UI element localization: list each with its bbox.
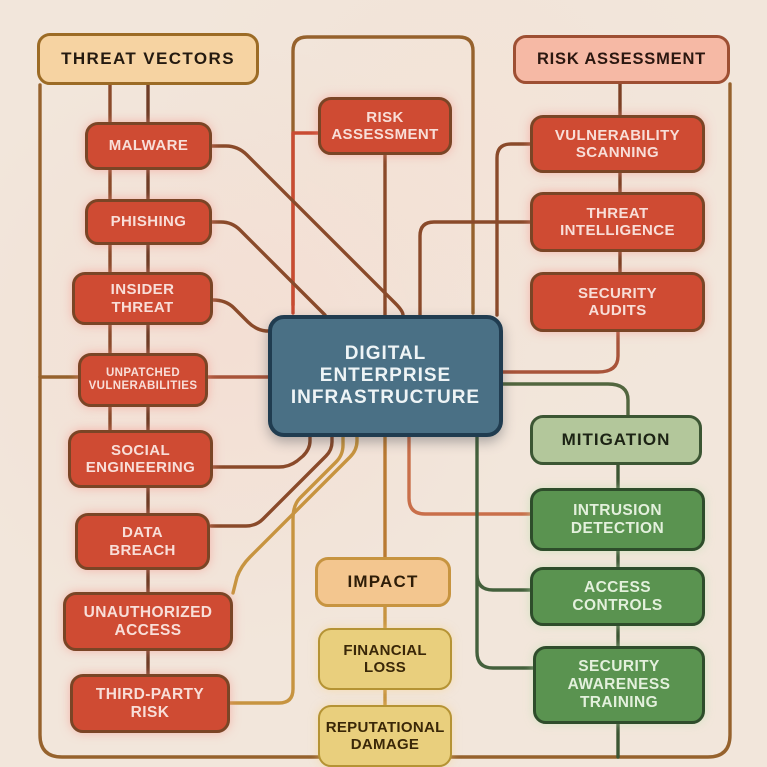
node-threat-intelligence: THREAT INTELLIGENCE [530,192,705,252]
node-center-digital-enterprise-infrastructure: DIGITAL ENTERPRISE INFRASTRUCTURE [268,315,503,437]
node-reputational-damage: REPUTATIONAL DAMAGE [318,705,452,767]
edge-center-audits [501,330,620,374]
node-malware: MALWARE [85,122,212,170]
edge-top-frame [291,35,475,315]
node-social-engineering: SOCIAL ENGINEERING [68,430,213,488]
node-unauthorized-access: UNAUTHORIZED ACCESS [63,592,233,651]
edge-databreach-center [209,435,334,528]
node-access-controls: ACCESS CONTROLS [530,567,705,626]
node-phishing: PHISHING [85,199,212,245]
node-unpatched-vulnerabilities: UNPATCHED VULNERABILITIES [78,353,208,407]
header-threat-vectors: THREAT VECTORS [37,33,259,85]
edge-thirdparty-center [228,435,345,705]
edge-malware-center [210,144,405,317]
edge-center-mitigation [501,382,630,417]
node-security-audits: SECURITY AUDITS [530,272,705,332]
edge-center-intrusion [407,435,532,516]
node-intrusion-detection: INTRUSION DETECTION [530,488,705,551]
edge-unauthorized-center [231,435,359,595]
edge-center-access-awareness [475,435,535,670]
edge-phishing-center [210,220,327,317]
node-third-party-risk: THIRD-PARTY RISK [70,674,230,733]
edge-riskmid-red-drop [291,131,320,315]
node-security-awareness-training: SECURITY AWARENESS TRAINING [533,646,705,724]
edge-insider-center [211,298,270,333]
node-insider-threat: INSIDER THREAT [72,272,213,325]
header-mitigation: MITIGATION [530,415,702,465]
node-data-breach: DATA BREACH [75,513,210,570]
edge-center-threatintel [418,220,532,317]
node-risk-assessment: RISK ASSESSMENT [318,97,452,155]
edge-social-center [211,435,312,469]
header-impact: IMPACT [315,557,451,607]
node-financial-loss: FINANCIAL LOSS [318,628,452,690]
node-vulnerability-scanning: VULNERABILITY SCANNING [530,115,705,173]
header-risk-assessment: RISK ASSESSMENT [513,35,730,84]
edge-center-vulnscan [495,142,532,317]
